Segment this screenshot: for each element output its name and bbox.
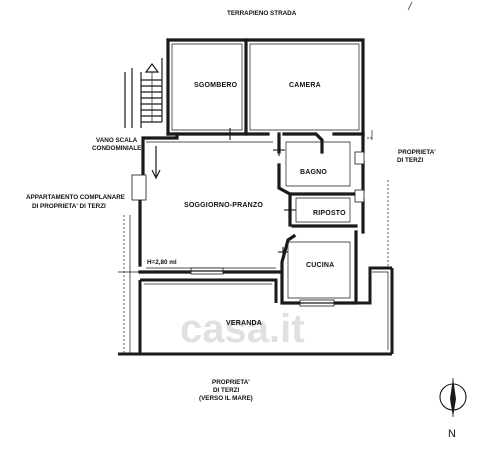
label-stair-line1: VANO SCALA [96, 137, 138, 144]
label-ceiling-height: H=2,80 ml [147, 259, 177, 266]
property-lines [118, 130, 389, 355]
room-label-soggiorno: SOGGIORNO-PRANZO [184, 202, 263, 209]
room-label-bagno: BAGNO [300, 169, 327, 176]
label-south-line1: PROPRIETA' [212, 379, 250, 386]
window-riposto [354, 189, 365, 203]
room-label-cucina: CUCINA [306, 262, 334, 269]
label-left-neighbor-line2: DI PROPRIETA' DI TERZI [32, 203, 106, 210]
room-label-riposto: RIPOSTO [313, 210, 346, 217]
label-left-neighbor-line1: APPARTAMENTO COMPLANARE [26, 194, 125, 201]
label-stair-line2: CONDOMINIALE [92, 145, 141, 152]
stair [124, 58, 163, 180]
room-label-sgombero: SGOMBERO [194, 82, 238, 89]
windows [131, 151, 365, 307]
label-right-neighbor-line2: DI TERZI [397, 157, 423, 164]
doors [222, 128, 296, 257]
label-right-neighbor-line1: PROPRIETA' [398, 149, 436, 156]
compass: N [439, 378, 467, 440]
label-south-line2: DI TERZI [213, 387, 239, 394]
label-south-line3: (VERSO IL MARE) [199, 395, 253, 402]
inner-lines [144, 43, 389, 350]
room-label-camera: CAMERA [289, 82, 321, 89]
watermark-text: casa.it [180, 307, 305, 351]
corner-tick [407, 1, 413, 11]
room-label-veranda: VERANDA [226, 320, 262, 327]
label-north-road: TERRAPIENO STRADA [227, 10, 297, 17]
window-bagno [354, 151, 365, 165]
compass-north-label: N [448, 428, 456, 440]
